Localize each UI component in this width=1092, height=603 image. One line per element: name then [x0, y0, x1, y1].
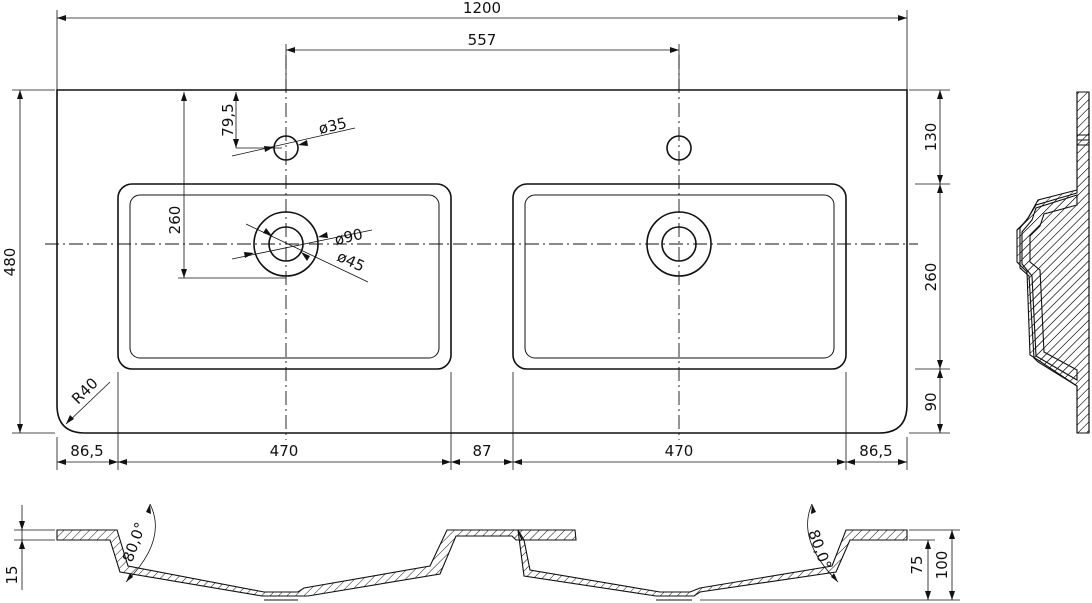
- label-corner-radius: R40: [68, 374, 102, 408]
- right-tap-hole: [666, 135, 692, 161]
- label-drain-outer-dia: ø90: [333, 225, 365, 249]
- label-angle-right: 80,0°: [804, 527, 835, 572]
- basin-plan-view: [45, 55, 918, 440]
- dimension-drain-outer-dia: ø90: [231, 225, 373, 260]
- dimension-section-thickness: 15: [3, 505, 55, 590]
- right-drain-outer: [646, 211, 712, 277]
- dimension-bowl-depth-left: 260: [166, 92, 286, 279]
- left-bowl-outer: [117, 183, 452, 370]
- dimension-overall-width: 1200: [56, 0, 908, 90]
- dimension-tap-spacing: 557: [285, 31, 680, 92]
- label-right-bowl: 260: [922, 263, 940, 292]
- label-tap-spacing: 557: [468, 31, 497, 49]
- dimension-tap-offset: 79,5: [219, 92, 282, 149]
- label-overall-width: 1200: [463, 0, 501, 17]
- basin-outline: [56, 89, 908, 434]
- label-tap-hole-dia: ø35: [317, 114, 349, 138]
- label-bowl-gap: 87: [472, 442, 491, 460]
- right-bowl-outer: [512, 183, 847, 370]
- label-right-bottom: 90: [922, 392, 940, 411]
- dimension-chain-right: 130 260 90: [909, 89, 950, 434]
- dimension-section-depth: 75 100: [700, 529, 960, 601]
- dimension-chain-bottom: 86,5 470 87 470 86,5: [56, 372, 908, 470]
- dimension-overall-depth: 480: [1, 89, 55, 434]
- label-angle-left: 80,0°: [119, 520, 150, 565]
- label-bowl-depth-left: 260: [166, 206, 184, 235]
- right-drain-inner: [661, 226, 697, 262]
- front-section-profile: [56, 529, 908, 601]
- label-drain-inner-dia: ø45: [334, 247, 367, 275]
- label-margin-right: 86,5: [859, 442, 892, 460]
- label-margin-left: 86,5: [70, 442, 103, 460]
- right-bowl-inner: [524, 194, 835, 359]
- label-overall-depth: 480: [1, 248, 19, 277]
- label-section-depth-total: 100: [933, 551, 951, 580]
- label-tap-offset: 79,5: [219, 103, 237, 136]
- left-bowl-inner: [129, 194, 440, 359]
- dimension-corner-radius: R40: [65, 374, 111, 425]
- side-section-profile: [1016, 91, 1090, 434]
- left-drain-outer: [253, 211, 319, 277]
- label-bowl-width-right: 470: [665, 442, 694, 460]
- label-bowl-width-left: 470: [270, 442, 299, 460]
- label-section-depth-inner: 75: [908, 555, 926, 574]
- label-section-thickness: 15: [3, 565, 21, 584]
- dimension-tap-hole-dia: ø35: [231, 114, 356, 157]
- label-right-top: 130: [922, 123, 940, 152]
